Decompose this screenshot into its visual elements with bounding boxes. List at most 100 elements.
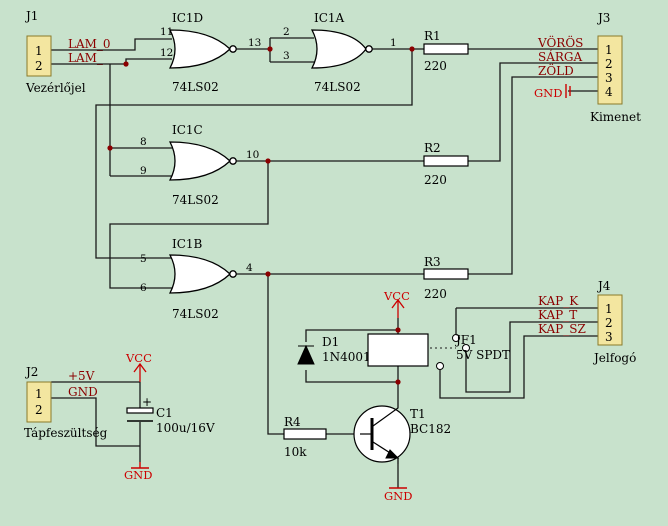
relay-vcc-label: VCC: [383, 289, 410, 303]
ic1a-part: 74LS02: [314, 80, 361, 94]
pin-number: 1: [390, 37, 397, 49]
j3-pin-4: 4: [605, 85, 613, 99]
connector-j1[interactable]: J1 1 2 Vezérlőjel LAM_0 LAM_: [24, 9, 111, 95]
nor-gate-icon: [168, 29, 231, 69]
d1-ref: D1: [322, 335, 339, 349]
c1-gnd-label: GND: [124, 468, 152, 482]
net-label: KAP_T: [538, 308, 577, 322]
pin-number: 12: [160, 47, 173, 59]
junction-dot: [395, 379, 401, 385]
resistor-icon: [423, 43, 469, 55]
junction-dot: [267, 46, 273, 52]
ic1d-ref: IC1D: [172, 11, 203, 25]
net-label: GND: [68, 385, 98, 399]
net-label: SÁRGA: [538, 49, 583, 64]
relay-ref: JF1: [454, 333, 477, 347]
j2-pin-1: 1: [35, 387, 43, 401]
inverter-bubble: [365, 45, 373, 53]
resistor-r3[interactable]: R3 220: [423, 255, 469, 301]
junctions: [107, 46, 415, 385]
relay-value: 5V SPDT: [456, 348, 510, 362]
j4-body: [597, 294, 623, 346]
net-label: +5V: [68, 369, 95, 383]
gate-ic1d[interactable]: IC1D 11 12 13 74LS02: [160, 11, 261, 94]
nor-gate-icon: [168, 141, 231, 181]
pin-number: 4: [246, 262, 253, 274]
resistor-r4[interactable]: R4 10k: [283, 415, 327, 459]
j3-pin-3: 3: [605, 71, 613, 85]
r4-ref: R4: [284, 415, 301, 429]
junction-dot: [395, 327, 401, 333]
connector-j4[interactable]: J4 1 2 3 Jelfogó KAP_K KAP_T KAP_SZ: [538, 279, 636, 365]
j2-name: Tápfeszültség: [24, 426, 108, 440]
gate-ic1c[interactable]: IC1C 8 9 10 74LS02: [140, 123, 259, 207]
j4-pin-2: 2: [605, 316, 613, 330]
net-label: LAM_: [68, 51, 103, 65]
j4-pin-1: 1: [605, 302, 613, 316]
pin-number: 11: [160, 26, 173, 38]
net-label: LAM_0: [68, 37, 111, 51]
diode-icon: [297, 344, 315, 365]
pin-number: 9: [140, 165, 147, 177]
pin-number: 10: [246, 149, 259, 161]
relay-contact-icon: [452, 334, 460, 342]
connector-j2[interactable]: J2 1 2 Tápfeszültség +5V GND: [24, 365, 108, 440]
resistor-r1[interactable]: R1 220: [423, 29, 469, 73]
junction-dot: [265, 158, 271, 164]
t1-ref: T1: [410, 407, 426, 421]
nor-gate-icon: [310, 29, 367, 69]
j1-pin-1: 1: [35, 44, 43, 58]
j4-ref: J4: [596, 279, 611, 293]
transistor-t1[interactable]: T1 BC182 GND: [353, 400, 451, 503]
junction-dot: [265, 271, 271, 277]
j2-ref: J2: [24, 365, 38, 379]
pin-number: 13: [248, 37, 261, 49]
capacitor-plate-icon: [126, 407, 154, 414]
gate-ic1b[interactable]: IC1B 5 6 4 74LS02: [140, 237, 253, 321]
junction-dot: [107, 145, 113, 151]
j3-pin-2: 2: [605, 57, 613, 71]
connector-j3[interactable]: J3 1 2 3 4 Kimenet VÖRÖS SÁRGA ZÖLD GND: [534, 11, 641, 124]
r1-value: 220: [424, 59, 447, 73]
ground-icon: [565, 84, 571, 98]
inverter-bubble: [229, 270, 237, 278]
j4-name: Jelfogó: [592, 351, 636, 365]
pin-number: 5: [140, 253, 147, 265]
inverter-bubble: [229, 45, 237, 53]
wires: [51, 37, 598, 488]
j4-pin-3: 3: [605, 330, 613, 344]
ground-icon: [131, 462, 149, 469]
net-label: VÖRÖS: [537, 34, 583, 50]
relay-coil-icon: [367, 333, 429, 367]
resistor-icon: [423, 155, 469, 167]
j2-body: [26, 381, 52, 423]
r3-value: 220: [424, 287, 447, 301]
pin-number: 8: [140, 136, 147, 148]
relay-jf1[interactable]: VCC JF1 5V SPDT: [367, 289, 510, 370]
j3-name: Kimenet: [590, 110, 641, 124]
j2-pin-2: 2: [35, 403, 43, 417]
relay-contact-icon: [436, 362, 444, 370]
pin-number: 6: [140, 282, 147, 294]
j1-body: [26, 35, 52, 77]
d1-value: 1N4001: [322, 350, 371, 364]
gate-ic1a[interactable]: IC1A 2 3 1 74LS02: [283, 11, 397, 94]
ic1d-part: 74LS02: [172, 80, 219, 94]
j3-body: [597, 35, 623, 105]
diode-d1[interactable]: D1 1N4001: [297, 335, 371, 365]
resistor-r2[interactable]: R2 220: [423, 141, 469, 187]
c1-value: 100u/16V: [156, 421, 215, 435]
capacitor-c1[interactable]: VCC + C1 100u/16V GND: [124, 351, 215, 482]
net-label: KAP_SZ: [538, 322, 586, 336]
j1-ref: J1: [24, 9, 38, 23]
ic1b-part: 74LS02: [172, 307, 219, 321]
vcc-arrow-icon: [391, 298, 405, 309]
vcc-arrow-icon: [133, 362, 147, 373]
j3-ref: J3: [596, 11, 610, 25]
ic1a-ref: IC1A: [314, 11, 345, 25]
c1-ref: C1: [156, 406, 173, 420]
net-label: KAP_K: [538, 294, 579, 308]
j1-name: Vezérlőjel: [25, 81, 86, 95]
ic1c-ref: IC1C: [172, 123, 203, 137]
